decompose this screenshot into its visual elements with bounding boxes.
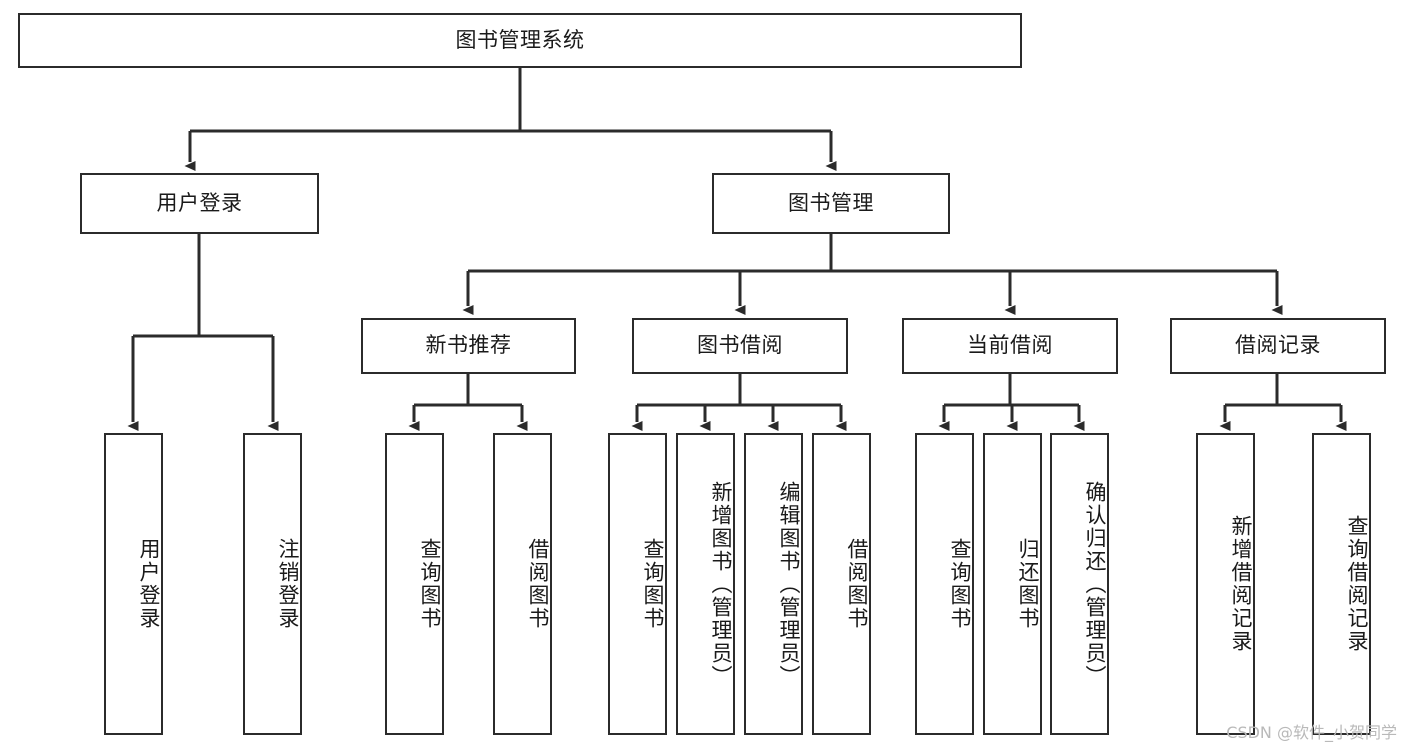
node-book-manage-label: 图书管理: [788, 190, 874, 215]
leaf-borrow-book-2[interactable]: 借阅图书: [812, 433, 871, 735]
node-new-book-rec-label: 新书推荐: [425, 333, 512, 358]
node-borrow-record[interactable]: 借阅记录: [1170, 318, 1386, 374]
leaf-query-book-3-label: 查询图书: [948, 538, 972, 630]
node-root-label: 图书管理系统: [455, 27, 585, 52]
leaf-logout[interactable]: 注销登录: [243, 433, 302, 735]
node-book-manage[interactable]: 图书管理: [712, 173, 950, 234]
node-current-borrow-label: 当前借阅: [967, 333, 1053, 358]
node-user-login[interactable]: 用户登录: [80, 173, 319, 234]
node-borrow-record-label: 借阅记录: [1235, 333, 1321, 358]
leaf-confirm-return[interactable]: 确认归还（管理员）: [1050, 433, 1109, 735]
node-new-book-rec[interactable]: 新书推荐: [361, 318, 576, 374]
leaf-borrow-book-2-label: 借阅图书: [845, 538, 869, 630]
leaf-confirm-return-label: 确认归还（管理员）: [1083, 480, 1107, 688]
leaf-query-book-2[interactable]: 查询图书: [608, 433, 667, 735]
leaf-add-book-label: 新增图书（管理员）: [709, 480, 733, 688]
leaf-add-record-label: 新增借阅记录: [1229, 515, 1253, 653]
node-root[interactable]: 图书管理系统: [18, 13, 1022, 68]
watermark-text: CSDN @软件_小贺同学: [1226, 723, 1397, 742]
leaf-query-record-label: 查询借阅记录: [1345, 515, 1369, 653]
leaf-edit-book-label: 编辑图书（管理员）: [777, 480, 801, 688]
leaf-add-record[interactable]: 新增借阅记录: [1196, 433, 1255, 735]
leaf-query-book-1-label: 查询图书: [418, 538, 442, 630]
leaf-return-book[interactable]: 归还图书: [983, 433, 1042, 735]
leaf-borrow-book-1[interactable]: 借阅图书: [493, 433, 552, 735]
leaf-query-book-3[interactable]: 查询图书: [915, 433, 974, 735]
leaf-query-book-2-label: 查询图书: [641, 538, 665, 630]
leaf-user-login-label: 用户登录: [137, 538, 161, 630]
node-user-login-label: 用户登录: [156, 190, 243, 215]
leaf-edit-book[interactable]: 编辑图书（管理员）: [744, 433, 803, 735]
leaf-query-record[interactable]: 查询借阅记录: [1312, 433, 1371, 735]
leaf-add-book[interactable]: 新增图书（管理员）: [676, 433, 735, 735]
node-current-borrow[interactable]: 当前借阅: [902, 318, 1118, 374]
node-book-borrow[interactable]: 图书借阅: [632, 318, 848, 374]
leaf-query-book-1[interactable]: 查询图书: [385, 433, 444, 735]
node-book-borrow-label: 图书借阅: [697, 333, 783, 358]
leaf-return-book-label: 归还图书: [1016, 538, 1040, 630]
leaf-logout-label: 注销登录: [276, 538, 300, 630]
leaf-user-login[interactable]: 用户登录: [104, 433, 163, 735]
leaf-borrow-book-1-label: 借阅图书: [526, 538, 550, 630]
